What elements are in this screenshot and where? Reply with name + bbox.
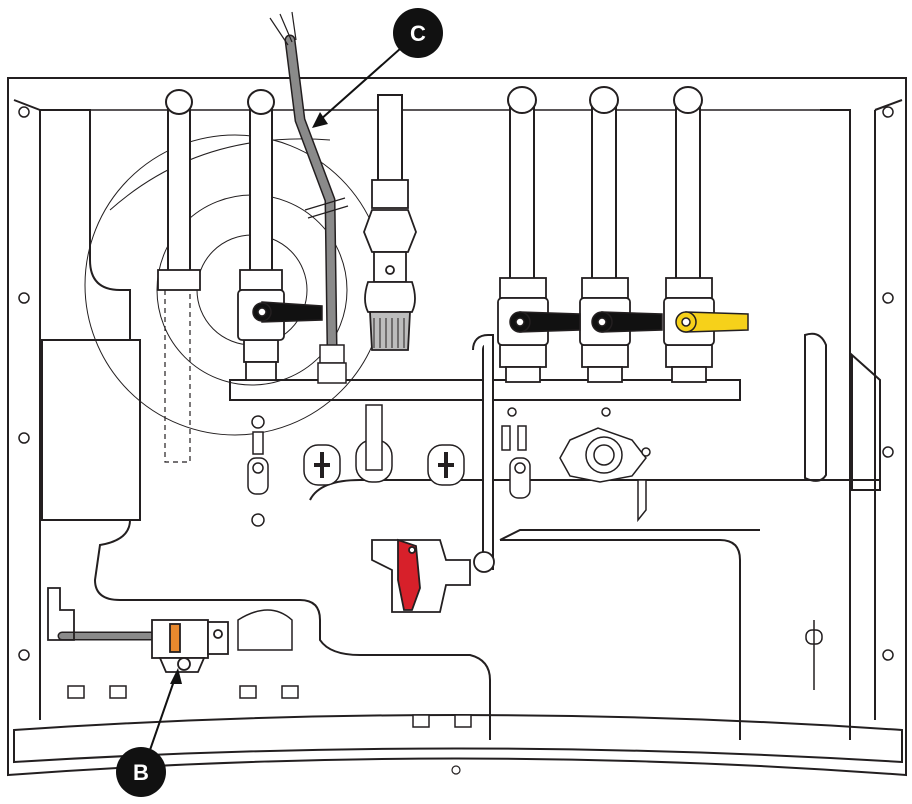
pressure-relief-valve [371,538,495,613]
callout-b-label: B [133,760,149,785]
clip-slots [67,609,823,728]
sensor-connector [47,587,229,673]
screw-icon [18,106,894,661]
gas-valve [363,179,417,351]
boiler-chassis [7,77,907,777]
callout-c: C [312,8,443,128]
valve-handle [252,301,749,333]
callout-c-label: C [410,21,426,46]
bottom-screw [451,765,461,775]
mounting-fittings [247,404,651,527]
cable-c [269,11,349,384]
callout-b: B [116,668,182,797]
hidden-pipe [164,290,191,463]
